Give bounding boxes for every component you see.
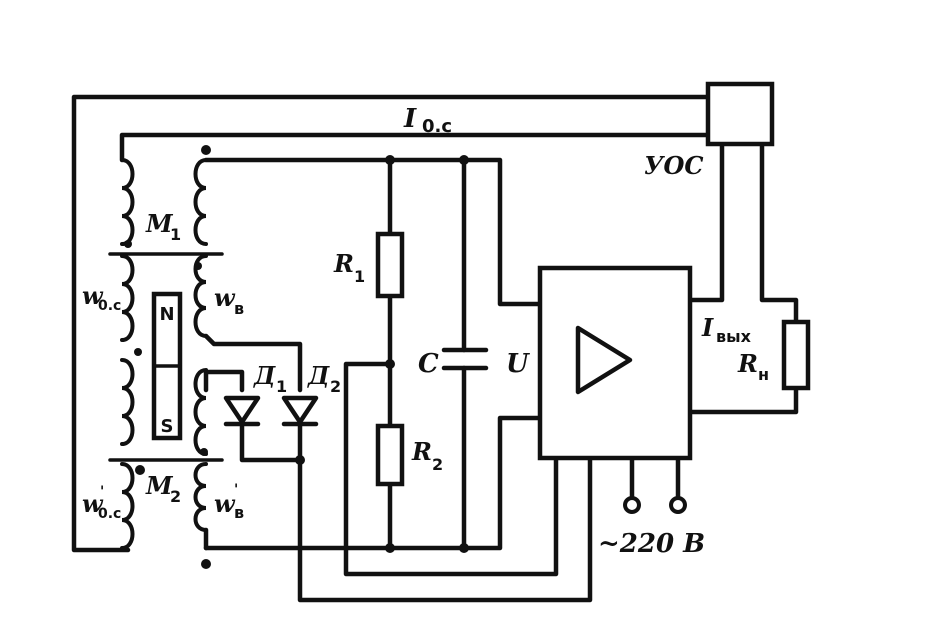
w-fb-sub: 0.c	[98, 298, 121, 314]
permanent-magnet: N S	[151, 291, 183, 441]
r-load-label: R	[737, 349, 758, 378]
diode-d1	[223, 395, 261, 427]
coil-w-fb-lower	[120, 358, 135, 550]
magnet-n-label: N	[159, 304, 174, 325]
wires	[71, 94, 799, 603]
d2-sub: 2	[330, 377, 341, 396]
r1-label: R	[333, 249, 354, 278]
w-fb2-sup: '	[100, 484, 104, 500]
m2-sub: 2	[170, 487, 181, 506]
w-exc2-sub: в	[234, 503, 244, 522]
r1-sub: 1	[354, 267, 365, 286]
w-fb2-label: w	[82, 489, 104, 518]
w-exc2-sup: '	[234, 482, 238, 498]
r-load-sub: н	[758, 365, 769, 384]
r2-label: R	[411, 437, 432, 466]
w-fb2-sub: 0.c	[98, 506, 121, 522]
d1-label: Д	[253, 361, 276, 390]
w-exc2-label: w	[214, 489, 236, 518]
w-exc-sub: в	[234, 299, 244, 318]
diode-d2	[281, 395, 319, 427]
d1-sub: 1	[276, 377, 287, 396]
junction-dots	[124, 145, 469, 569]
amplifier	[537, 265, 693, 461]
uoc-label: УОС	[644, 151, 703, 180]
resistor-load	[781, 319, 811, 391]
m1-sub: 1	[170, 225, 181, 244]
i-fb-sub: 0.c	[422, 116, 452, 137]
labels: I 0.c УОС M 1 M 2 w 0.c w ' 0.c w в w ' …	[82, 104, 769, 559]
c-label: C	[418, 349, 439, 379]
u-label: U	[506, 349, 530, 379]
m2-label: M	[145, 471, 174, 500]
m1-label: M	[145, 209, 174, 238]
r2-sub: 2	[432, 455, 443, 474]
capacitor-c	[441, 347, 489, 371]
uoc-block	[705, 81, 775, 147]
supply-label: ~220 В	[598, 529, 705, 559]
i-fb-label: I	[403, 104, 417, 134]
supply-terminal-2	[669, 496, 687, 514]
coil-w-exc	[193, 158, 208, 338]
w-exc-label: w	[214, 283, 236, 312]
supply-terminal-1	[623, 496, 641, 514]
resistor-r2	[375, 423, 405, 487]
w-fb-label: w	[82, 281, 104, 310]
magnet-s-label: S	[161, 416, 174, 437]
resistor-r1	[375, 231, 405, 299]
coil-w-fb	[120, 158, 135, 342]
i-out-label: I	[701, 313, 714, 342]
i-out-sub: вых	[716, 327, 752, 346]
coil-w-exc-lower	[193, 368, 208, 532]
d2-label: Д	[307, 361, 330, 390]
